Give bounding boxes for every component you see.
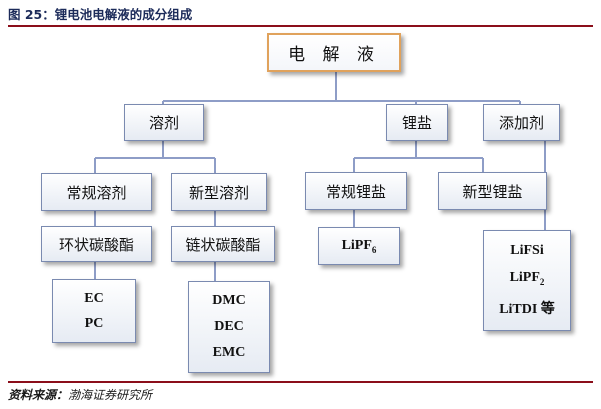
- list-cyclic-items: EC PC: [52, 279, 136, 343]
- list-item-ec: EC: [84, 290, 104, 306]
- source-label: 资料来源：: [8, 388, 69, 402]
- list-item-dec: DEC: [214, 319, 244, 334]
- lipf6-label: LiPF6: [341, 237, 377, 255]
- node-solvent: 溶剂: [124, 104, 204, 141]
- bottom-rule: [8, 381, 593, 383]
- node-cyclic-carbonate: 环状碳酸酯: [41, 226, 152, 262]
- node-additive: 添加剂: [483, 104, 560, 141]
- node-conventional-salt: 常规锂盐: [305, 172, 407, 210]
- top-rule: [8, 25, 593, 27]
- list-item-lipf2: LiPF2: [509, 270, 545, 287]
- connector-lines: [94, 72, 546, 281]
- node-lipf6: LiPF6: [318, 227, 400, 265]
- node-chain-carbonate: 链状碳酸酯: [171, 226, 275, 262]
- list-item-emc: EMC: [212, 345, 246, 360]
- root-node-electrolyte: 电 解 液: [267, 33, 401, 72]
- node-conventional-solvent: 常规溶剂: [41, 173, 152, 211]
- list-new-salt-items: LiFSi LiPF2 LiTDI 等: [483, 230, 571, 331]
- source-text: 渤海证券研究所: [68, 388, 153, 402]
- list-item-pc: PC: [84, 315, 104, 331]
- list-chain-items: DMC DEC EMC: [188, 281, 270, 373]
- node-new-salt: 新型锂盐: [438, 172, 547, 210]
- figure-title: 图 25：锂电池电解液的成分组成: [8, 7, 193, 22]
- list-item-litdi: LiTDI 等: [499, 302, 555, 318]
- source-note: 资料来源：渤海证券研究所: [8, 386, 152, 403]
- node-new-solvent: 新型溶剂: [171, 173, 267, 211]
- node-lithium-salt: 锂盐: [386, 104, 448, 141]
- list-item-dmc: DMC: [212, 293, 246, 308]
- list-item-lifsi: LiFSi: [510, 242, 544, 258]
